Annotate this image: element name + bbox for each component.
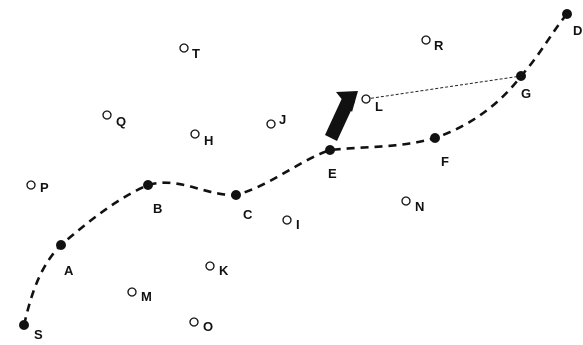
candidate-p-label: P (40, 180, 49, 195)
waypoint-c-marker (231, 190, 241, 200)
candidate-m-marker (127, 287, 137, 297)
waypoint-b-label: B (153, 201, 162, 216)
candidate-h-marker (190, 129, 200, 139)
waypoint-g-marker (516, 71, 526, 81)
candidate-j-label: J (279, 112, 286, 127)
candidate-q-marker (102, 110, 112, 120)
waypoint-e-marker (325, 145, 335, 155)
candidate-i-label: I (296, 217, 300, 232)
candidate-t-label: T (192, 46, 200, 61)
waypoint-g-label: G (521, 86, 531, 101)
link-l-g (365, 75, 522, 100)
candidate-q-label: Q (116, 114, 126, 129)
candidate-h-label: H (204, 133, 213, 148)
route-path (22, 13, 568, 326)
candidate-k-label: K (219, 263, 229, 278)
candidate-o-marker (189, 317, 199, 327)
arrow-icon (325, 91, 358, 141)
candidate-n-label: N (415, 199, 424, 214)
waypoint-d-label: D (573, 23, 582, 38)
waypoint-f-label: F (441, 154, 449, 169)
candidate-p-marker (26, 180, 36, 190)
waypoint-c-label: C (243, 207, 253, 222)
candidate-t-marker (179, 43, 189, 53)
waypoint-f-marker (430, 133, 440, 143)
candidate-r-label: R (434, 38, 444, 53)
waypoint-e-label: E (328, 166, 337, 181)
candidate-l-label: L (375, 99, 383, 114)
waypoint-b-marker (143, 180, 153, 190)
waypoint-s-marker (19, 320, 29, 330)
candidate-l-marker (361, 94, 371, 104)
candidate-i-marker (282, 215, 292, 225)
waypoint-a-label: A (64, 263, 74, 278)
candidate-o-label: O (203, 319, 213, 334)
candidate-r-marker (421, 35, 431, 45)
candidate-n-marker (401, 196, 411, 206)
candidate-k-marker (205, 261, 215, 271)
candidate-j-marker (266, 119, 276, 129)
candidate-m-label: M (141, 289, 152, 304)
waypoint-s-label: S (34, 327, 43, 342)
waypoint-d-marker (562, 9, 572, 19)
waypoint-a-marker (56, 240, 66, 250)
